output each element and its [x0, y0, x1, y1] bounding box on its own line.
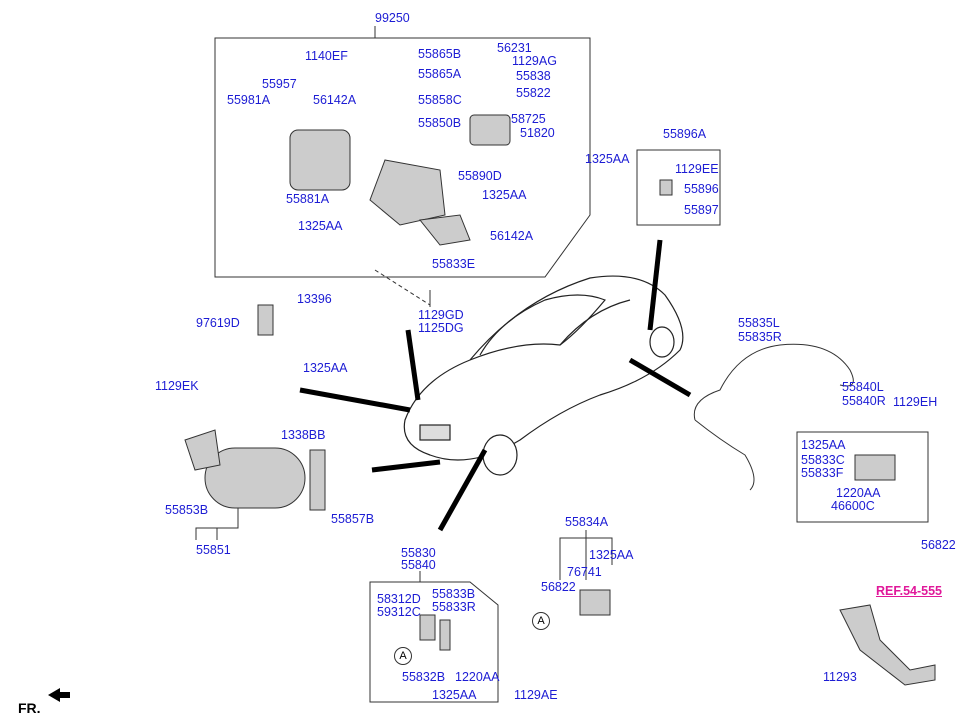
label-55834a[interactable]: 55834A [565, 515, 609, 529]
label-55981a[interactable]: 55981A [227, 93, 271, 107]
label-97619d[interactable]: 97619D [196, 316, 240, 330]
compressor-part [289, 129, 351, 191]
label-59312c[interactable]: 59312C [377, 605, 421, 619]
label-56822[interactable]: 56822 [921, 538, 956, 552]
assembly-box-55830 [369, 581, 499, 703]
front-marker: FR. [18, 700, 41, 716]
label-11293[interactable]: 11293 [823, 670, 857, 684]
label-1140ef[interactable]: 1140EF [305, 49, 348, 63]
callout-a: A [394, 647, 412, 665]
label-55832b[interactable]: 55832B [402, 670, 446, 684]
label-51820[interactable]: 51820 [520, 126, 555, 140]
label-76741[interactable]: 76741 [567, 565, 602, 579]
label-55850b[interactable]: 55850B [418, 116, 462, 130]
assembly-box-99250 [214, 37, 591, 278]
label-55858c[interactable]: 55858C [418, 93, 462, 107]
label-55897[interactable]: 55897 [684, 203, 719, 217]
label-1325aa[interactable]: 1325AA [482, 188, 527, 202]
label-1129ee[interactable]: 1129EE [675, 162, 719, 176]
label-55853b[interactable]: 55853B [165, 503, 209, 517]
front-arrow-icon [48, 688, 70, 702]
label-56142a[interactable]: 56142A [490, 229, 534, 243]
label-1220aa[interactable]: 1220AA [836, 486, 881, 500]
label-46600c[interactable]: 46600C [831, 499, 875, 513]
label-1325aa[interactable]: 1325AA [585, 152, 630, 166]
label-55833e[interactable]: 55833E [432, 257, 476, 271]
vehicle-illustration [403, 275, 684, 476]
label-1220aa[interactable]: 1220AA [455, 670, 500, 684]
label-55833f[interactable]: 55833F [801, 466, 844, 480]
label-1129ag[interactable]: 1129AG [512, 54, 557, 68]
valve-block-part [469, 114, 511, 146]
label-58725[interactable]: 58725 [511, 112, 546, 126]
bracket-part [369, 159, 446, 226]
label-1325aa[interactable]: 1325AA [801, 438, 846, 452]
label-1125dg[interactable]: 1125DG [418, 321, 464, 335]
label-1325aa[interactable]: 1325AA [589, 548, 634, 562]
label-99250[interactable]: 99250 [375, 11, 410, 25]
label-56822[interactable]: 56822 [541, 580, 576, 594]
label-1129ae[interactable]: 1129AE [514, 688, 558, 702]
assembly-box-55896a [636, 149, 721, 226]
label-55833c[interactable]: 55833C [801, 453, 845, 467]
label-56231[interactable]: 56231 [497, 41, 532, 55]
label-55865b[interactable]: 55865B [418, 47, 462, 61]
label-1129eh[interactable]: 1129EH [893, 395, 938, 409]
label-55896[interactable]: 55896 [684, 182, 719, 196]
label-55896a[interactable]: 55896A [663, 127, 707, 141]
label-55851[interactable]: 55851 [196, 543, 231, 557]
label-55865a[interactable]: 55865A [418, 67, 462, 81]
label-55957[interactable]: 55957 [262, 77, 297, 91]
label-1325aa[interactable]: 1325AA [298, 219, 343, 233]
label-55840[interactable]: 55840 [401, 558, 436, 572]
label-1325aa[interactable]: 1325AA [303, 361, 348, 375]
label-58312d[interactable]: 58312D [377, 592, 421, 606]
label-55835r[interactable]: 55835R [738, 330, 782, 344]
label-55857b[interactable]: 55857B [331, 512, 375, 526]
label-1129gd[interactable]: 1129GD [418, 308, 464, 322]
label-55835l[interactable]: 55835L [738, 316, 780, 330]
label-55890d[interactable]: 55890D [458, 169, 502, 183]
label-55881a[interactable]: 55881A [286, 192, 330, 206]
label-55838[interactable]: 55838 [516, 69, 551, 83]
reference-link[interactable]: REF.54-555 [876, 584, 943, 598]
label-1129ek[interactable]: 1129EK [155, 379, 199, 393]
label-55833r[interactable]: 55833R [432, 600, 476, 614]
label-1325aa[interactable]: 1325AA [432, 688, 477, 702]
label-55822[interactable]: 55822 [516, 86, 551, 100]
callout-a: A [532, 612, 550, 630]
label-1338bb[interactable]: 1338BB [281, 428, 326, 442]
assembly-box-55840l [796, 431, 929, 523]
label-55833b[interactable]: 55833B [432, 587, 476, 601]
reservoir-part [204, 447, 306, 509]
label-55840r[interactable]: 55840R [842, 394, 886, 408]
label-56142a[interactable]: 56142A [313, 93, 357, 107]
label-55830[interactable]: 55830 [401, 546, 436, 560]
label-55840l[interactable]: 55840L [842, 380, 884, 394]
label-13396[interactable]: 13396 [297, 292, 332, 306]
